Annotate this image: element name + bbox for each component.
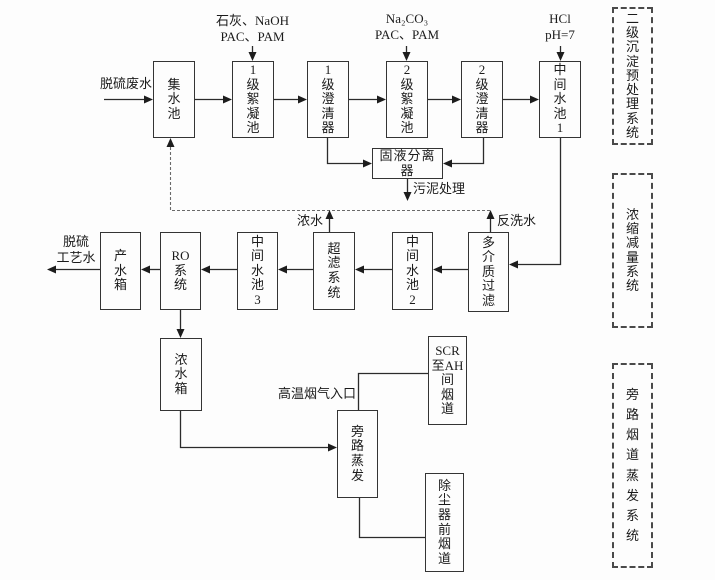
box-stage1-flocculation: 1 级 絮 凝 池 bbox=[232, 61, 274, 138]
box-intermediate-pool-2: 中 间 水 池 2 bbox=[392, 232, 433, 310]
box-ro-system: RO 系 统 bbox=[160, 232, 201, 310]
box-intermediate-pool-1: 中 间 水 池 1 bbox=[539, 61, 581, 138]
label-flue-gas-inlet: 高温烟气入口 bbox=[278, 386, 357, 401]
box-solid-liquid-separator: 固液分离器 bbox=[372, 148, 443, 179]
label-product-water: 脱硫 工艺水 bbox=[56, 234, 96, 266]
label-sludge-treatment: 污泥处理 bbox=[413, 181, 466, 196]
box-stage1-clarifier: 1 级 澄 清 器 bbox=[307, 61, 349, 138]
box-multimedia-filter: 多 介 质 过 滤 bbox=[468, 232, 509, 312]
panel-pretreatment-system: 二 级 沉 淀 预 处 理 系 统 bbox=[612, 7, 653, 145]
box-bypass-evaporation: 旁 路 蒸 发 bbox=[337, 410, 378, 498]
box-scr-ah-duct: SCR 至AH 间 烟 道 bbox=[428, 336, 467, 425]
panel-concentration-system: 浓 缩 减 量 系 统 bbox=[612, 173, 653, 328]
box-collecting-pool: 集 水 池 bbox=[153, 61, 195, 138]
box-uf-system: 超 滤 系 统 bbox=[313, 232, 355, 310]
label-dosing-na2co3: Na₂CO₃ PAC、PAM bbox=[374, 11, 440, 43]
label-backwash-water: 反洗水 bbox=[497, 213, 537, 228]
label-dosing-hcl: HCl pH=7 bbox=[545, 11, 575, 43]
box-stage2-clarifier: 2 级 澄 清 器 bbox=[461, 61, 503, 138]
box-concentrate-tank: 浓 水 箱 bbox=[160, 338, 202, 411]
label-feed-water: 脱硫废水 bbox=[99, 76, 152, 91]
label-concentrate-water: 浓水 bbox=[296, 213, 323, 228]
box-pre-precipitator-duct: 除 尘 器 前 烟 道 bbox=[425, 473, 464, 572]
panel-bypass-evaporation-system: 旁 路 烟 道 蒸 发 系 统 bbox=[612, 363, 653, 568]
box-product-water-tank: 产 水 箱 bbox=[100, 232, 141, 310]
box-intermediate-pool-3: 中 间 水 池 3 bbox=[237, 232, 278, 310]
label-dosing-lime-naoh: 石灰、NaOH PAC、PAM bbox=[216, 13, 289, 45]
box-stage2-flocculation: 2 级 絮 凝 池 bbox=[386, 61, 428, 138]
